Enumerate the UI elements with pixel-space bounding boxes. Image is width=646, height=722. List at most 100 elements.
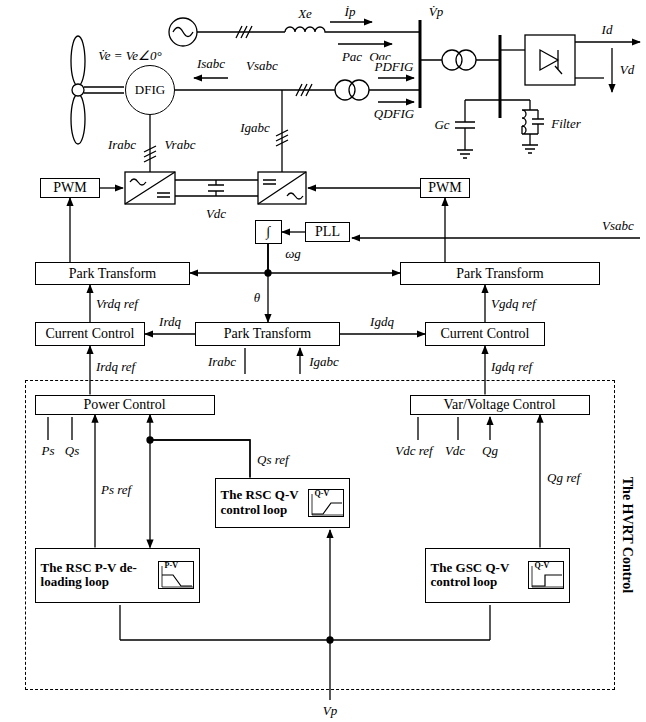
three-phase-mark <box>276 130 288 146</box>
var-control-box: Var/Voltage Control <box>410 395 590 415</box>
signal-label: Qg <box>481 444 499 458</box>
signal-label: Vdc ref <box>394 444 433 458</box>
pwm-box: PWM <box>40 178 100 198</box>
connector-label: Vgdq ref <box>490 297 537 311</box>
curve-line <box>162 575 192 586</box>
rotor-line <box>149 115 150 172</box>
dc-link <box>175 180 258 196</box>
box-label: Current Control <box>440 326 529 341</box>
box-label: Var/Voltage Control <box>444 397 556 412</box>
signal-label: Vdc <box>205 207 227 221</box>
park-transform-box: Park Transform <box>35 262 190 285</box>
signal-connector <box>89 346 90 395</box>
signal-connector <box>539 415 540 548</box>
signal-label: İp <box>344 5 357 19</box>
voltage-bus <box>120 640 490 700</box>
characteristic-icon: Q-V <box>528 561 564 589</box>
turbine-blade <box>71 36 85 86</box>
signal-label: PDFIG <box>374 60 415 74</box>
gate-signal <box>100 187 123 188</box>
loop-title: The RSC P-V de-loading loop <box>41 561 158 590</box>
current-control-box: Current Control <box>425 322 545 346</box>
box-label: DFIG <box>135 83 165 97</box>
connector-label: Irdq ref <box>95 360 136 374</box>
signal-label: Igabc <box>239 121 271 135</box>
pwm-box: PWM <box>420 178 470 198</box>
converter-transformer <box>456 50 476 70</box>
rectifier-feeder <box>500 49 525 50</box>
box-label: PLL <box>315 224 340 239</box>
connector-label: Igdq ref <box>490 360 533 374</box>
signal-connector <box>267 244 268 322</box>
region-title: The HVRT Control <box>619 477 634 593</box>
integrator-box: ∫ <box>255 220 282 244</box>
gate-signal <box>308 187 420 188</box>
turbine-hub <box>72 84 84 96</box>
line-reactance <box>285 27 420 32</box>
signal-label: Qs <box>64 444 80 458</box>
converter-bus <box>499 35 502 118</box>
signal-label: Gc <box>433 118 450 132</box>
connector-label: Irdq <box>158 315 182 329</box>
curve-line <box>532 575 562 586</box>
signal-label: Vrabc <box>164 138 197 152</box>
icon-label: Q-V <box>315 490 330 498</box>
signal-connector <box>484 346 485 395</box>
box-label: Current Control <box>45 326 134 341</box>
signal-label: Vd <box>619 63 635 77</box>
current-arrow <box>330 21 372 22</box>
gsc-line <box>281 90 282 172</box>
active-power-arrow <box>378 77 414 78</box>
signal-connector <box>69 198 70 262</box>
icon-label: Q-V <box>535 562 550 570</box>
dc-return <box>575 77 604 78</box>
box-label: PWM <box>428 180 461 195</box>
box-label: Power Control <box>84 397 166 412</box>
signal-label: Irabc <box>107 138 137 152</box>
signal-connector <box>268 244 400 273</box>
signal-connector <box>89 285 90 322</box>
connector-label: Ps ref <box>100 483 132 497</box>
turbine-blade <box>71 94 85 144</box>
junction-dot <box>327 637 333 643</box>
signal-connector <box>94 415 95 548</box>
signal-connector <box>150 415 250 478</box>
control-loop-box: The RSC P-V de-loading loop P-V <box>35 548 200 603</box>
converter-symbol <box>258 172 306 204</box>
signal-label: V̇e = Ve∠0° <box>97 49 163 63</box>
icon-label: P-V <box>165 562 178 570</box>
sine-symbol <box>173 28 193 37</box>
rotor-side-converter <box>125 172 175 204</box>
signal-connector <box>444 198 445 262</box>
signal-connector <box>190 244 268 273</box>
thyristor-symbol <box>540 50 562 74</box>
signal-label: Igabc <box>308 355 340 369</box>
signal-label: Vdc <box>444 444 466 458</box>
signal-connector <box>484 285 485 322</box>
stator-line <box>175 89 420 90</box>
signal-label: Isabc <box>196 57 226 71</box>
signal-label: Vp <box>322 704 338 718</box>
signal-label: Ps <box>41 444 56 458</box>
generator-circle: DFIG <box>125 65 175 115</box>
signal-label: Vsabc <box>245 59 279 73</box>
signal-label: ωg <box>284 247 302 261</box>
input-signal <box>48 417 490 440</box>
box-label: ∫ <box>267 224 271 239</box>
loop-title: The RSC Q-V control loop <box>221 488 308 517</box>
signal-label: Filter <box>550 117 582 131</box>
park-transform-box: Park Transform <box>195 322 340 346</box>
box-label: Park Transform <box>224 326 312 341</box>
three-phase-mark <box>144 146 156 162</box>
grid-line <box>197 31 285 32</box>
power-arrow <box>338 43 392 44</box>
connector-label: Qs ref <box>256 453 290 467</box>
three-phase-mark <box>236 26 252 38</box>
control-loop-box: The GSC Q-V control loopQ-V <box>425 548 570 603</box>
grid-side-converter <box>258 172 306 204</box>
current-control-box: Current Control <box>35 322 145 346</box>
pcc-bus <box>419 20 422 108</box>
characteristic-icon: Q-V <box>308 489 344 517</box>
